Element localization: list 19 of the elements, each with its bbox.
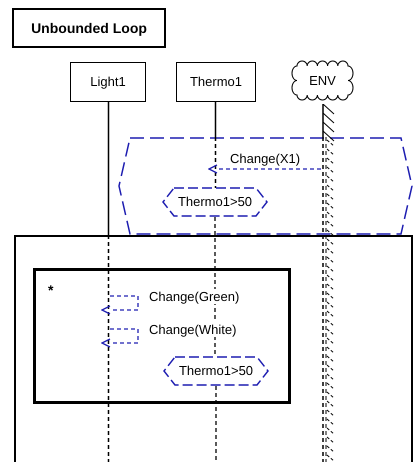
lifeline xyxy=(107,102,110,462)
condition-region xyxy=(118,137,413,235)
edge-label: Change(Green) xyxy=(148,289,240,304)
message-arrow xyxy=(101,328,139,348)
message-arrow xyxy=(208,164,321,174)
lifeline xyxy=(214,102,217,188)
diagram-title: Unbounded Loop xyxy=(12,8,166,48)
loop-box xyxy=(33,268,291,404)
condition-hexagon: Thermo1>50 xyxy=(163,356,269,386)
lifeline xyxy=(321,104,335,462)
message-arrow xyxy=(101,295,139,315)
loop-marker: * xyxy=(48,283,54,297)
edge-label: Change(X1) xyxy=(229,151,302,166)
object-box: Light1 xyxy=(70,62,146,102)
environment-cloud: ENV xyxy=(289,58,356,103)
object-box: Thermo1 xyxy=(176,62,256,102)
edge-label: Change(White) xyxy=(148,322,238,337)
condition-hexagon: Thermo1>50 xyxy=(162,187,268,217)
lifeline xyxy=(215,386,217,462)
